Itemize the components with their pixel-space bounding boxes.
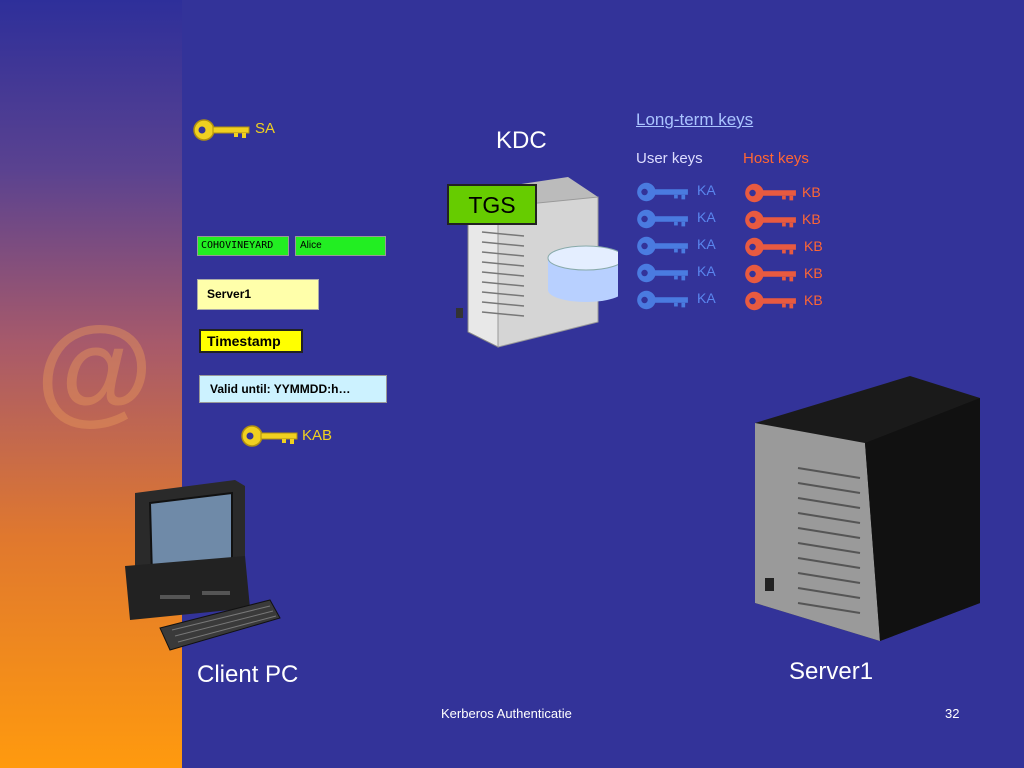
user-key-label: KA [697,209,716,225]
user-key-label: KA [697,263,716,279]
host-key-item: KB [742,289,823,316]
user-key-item: KA [634,261,716,288]
client-pc-label: Client PC [197,661,299,688]
host-key-label: KB [804,265,823,281]
host-keys-header: Host keys [743,150,809,167]
user-key-item: KA [634,234,716,261]
server-field: Server1 [197,279,319,310]
blue-key-icon [637,290,688,310]
session-key-kab-label: KAB [302,427,333,444]
red-key-icon [745,291,796,311]
at-sign-watermark: @ [36,302,154,436]
user-keys-list: KA KA KA KA KA [634,180,716,315]
footer-title: Kerberos Authenticatie [441,706,572,721]
blue-key-icon [637,209,688,229]
user-key-label: KA [697,182,716,198]
host-key-label: KB [802,211,821,227]
session-key-sa-label: SA [255,120,276,137]
host-key-label: KB [804,238,823,254]
host-key-label: KB [804,292,823,308]
red-key-icon [745,237,796,257]
tgs-box: TGS [447,184,537,225]
computer-icon [125,480,281,651]
red-key-icon [745,183,796,203]
host-key-item: KB [742,208,821,235]
host-key-item: KB [742,181,821,208]
valid-until-field: Valid until: YYMMDD:h… [199,375,387,403]
user-key-item: KA [634,288,716,315]
host-key-item: KB [742,235,823,262]
user-key-item: KA [634,207,716,234]
red-key-icon [745,210,796,230]
blue-key-icon [637,236,688,256]
gold-key-icon [193,119,250,141]
user-field: Alice [295,236,386,256]
gold-key-icon [241,425,298,447]
user-key-label: KA [697,236,716,252]
timestamp-field: Timestamp [199,329,303,353]
blue-key-icon [637,182,688,202]
gradient-sidebar [0,0,182,768]
user-keys-header: User keys [636,150,703,167]
page-number: 32 [945,706,960,721]
user-key-item: KA [634,180,716,207]
kdc-label: KDC [496,127,547,154]
user-key-label: KA [697,290,716,306]
host-keys-list: KB KB KB KB KB [742,181,823,316]
server1-label: Server1 [789,658,874,685]
blue-key-icon [637,263,688,283]
server-icon [755,376,980,641]
host-key-label: KB [802,184,821,200]
domain-field: COHOVINEYARD [197,236,289,256]
red-key-icon [745,264,796,284]
host-key-item: KB [742,262,823,289]
long-term-keys-heading: Long-term keys [636,110,754,129]
tgs-label: TGS [468,192,516,218]
